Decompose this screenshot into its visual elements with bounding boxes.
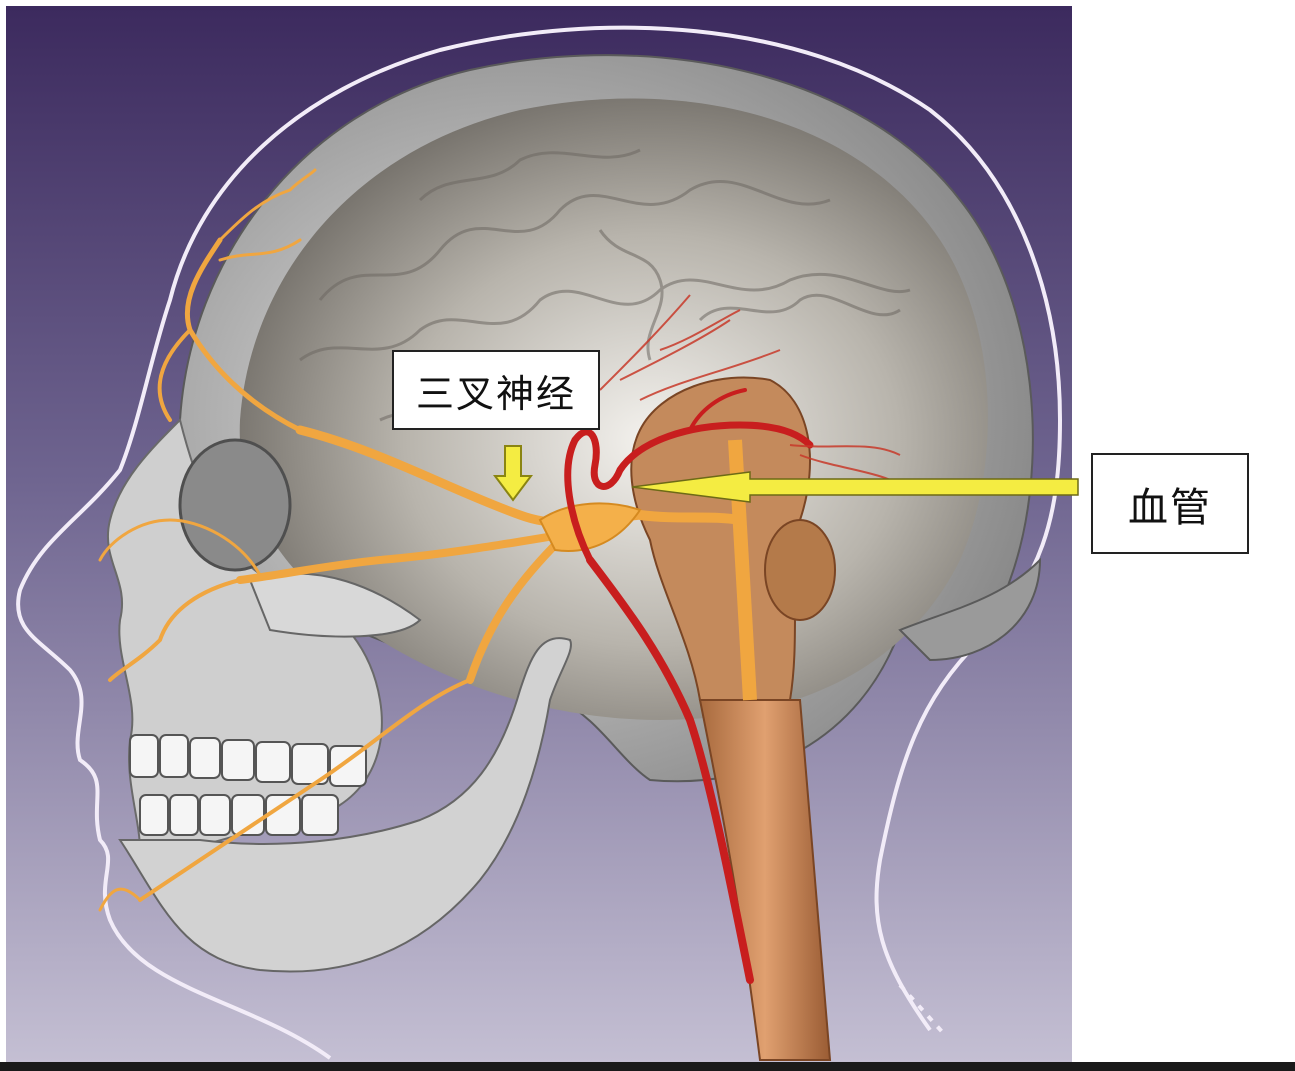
eye-orbit	[180, 440, 290, 570]
blood-vessel-label: 血管	[1091, 453, 1249, 554]
trigeminal-nerve-label: 三叉神经	[392, 350, 600, 430]
cerebellum	[765, 520, 835, 620]
bottom-border	[0, 1062, 1295, 1071]
trigeminal-root	[640, 515, 740, 520]
